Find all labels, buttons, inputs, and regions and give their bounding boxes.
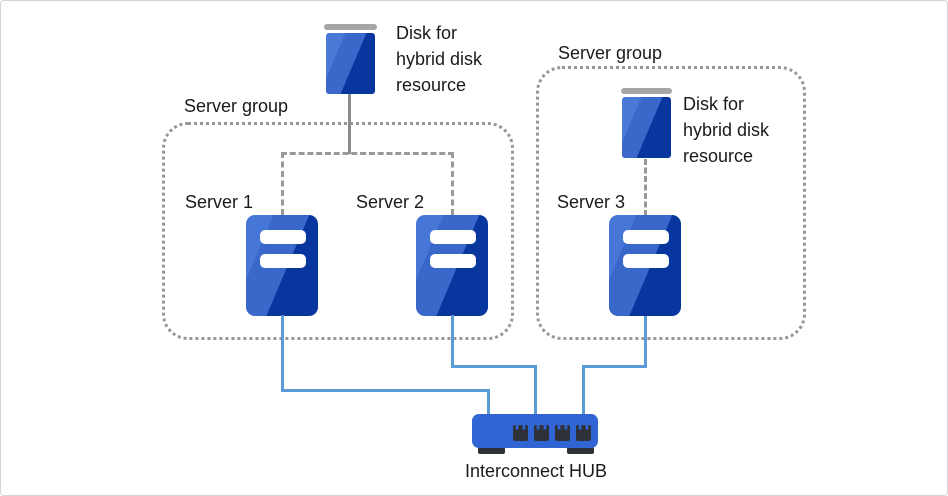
server-2-slot-icon xyxy=(430,254,476,268)
disk-1-cap-icon xyxy=(324,24,377,30)
t-junction-right-line xyxy=(451,152,454,215)
server-3-slot-icon xyxy=(623,230,669,244)
disk-2-label-line3: resource xyxy=(683,146,754,166)
disk-1-label-line1: Disk for xyxy=(396,23,458,43)
disk-1-label-line3: resource xyxy=(396,75,467,95)
server-1-hub-line xyxy=(487,389,490,416)
server-2-hub-line xyxy=(451,315,454,368)
hub-icon xyxy=(472,414,598,448)
server-3-hub-line xyxy=(644,316,647,368)
hub-port-icon xyxy=(576,425,591,441)
server-3-label: Server 3 xyxy=(557,192,626,212)
server-1-slot-icon xyxy=(260,254,306,268)
hub-foot-icon xyxy=(478,447,505,454)
server-3-slot-icon xyxy=(623,254,669,268)
t-junction-horizontal-line xyxy=(281,152,454,155)
hub-port-icon xyxy=(513,425,528,441)
t-junction-left-line xyxy=(281,152,284,215)
hub-port-icon xyxy=(555,425,570,441)
disk-2-connector-line xyxy=(644,159,647,216)
disk-2-label-line2: hybrid disk xyxy=(683,120,770,140)
server-1-label: Server 1 xyxy=(185,192,254,212)
server-group-1-border xyxy=(162,122,514,340)
disk-2-label: Disk for hybrid disk resource xyxy=(683,91,769,169)
server-2-hub-line xyxy=(534,365,537,416)
server-2-label: Server 2 xyxy=(356,192,425,212)
hub-foot-icon xyxy=(567,447,594,454)
disk-1-label-line2: hybrid disk xyxy=(396,49,483,69)
server-group-1-label: Server group xyxy=(184,96,289,116)
disk-1-connector-line xyxy=(348,94,351,154)
disk-1-label: Disk for hybrid disk resource xyxy=(396,20,482,98)
server-2-icon xyxy=(416,215,488,316)
hub-port-icon xyxy=(534,425,549,441)
server-3-hub-line xyxy=(582,365,585,416)
server-group-2-label: Server group xyxy=(558,43,663,63)
hub-label: Interconnect HUB xyxy=(464,461,608,481)
server-1-hub-line xyxy=(281,315,284,392)
server-1-hub-line xyxy=(281,389,490,392)
server-3-hub-line xyxy=(582,365,647,368)
server-2-slot-icon xyxy=(430,230,476,244)
server-1-slot-icon xyxy=(260,230,306,244)
disk-1-icon xyxy=(326,33,375,94)
disk-2-cap-icon xyxy=(621,88,672,94)
server-3-icon xyxy=(609,215,681,316)
disk-2-label-line1: Disk for xyxy=(683,94,745,114)
server-group-2-border xyxy=(536,66,806,340)
server-2-hub-line xyxy=(451,365,537,368)
server-1-icon xyxy=(246,215,318,316)
disk-2-icon xyxy=(622,97,671,158)
